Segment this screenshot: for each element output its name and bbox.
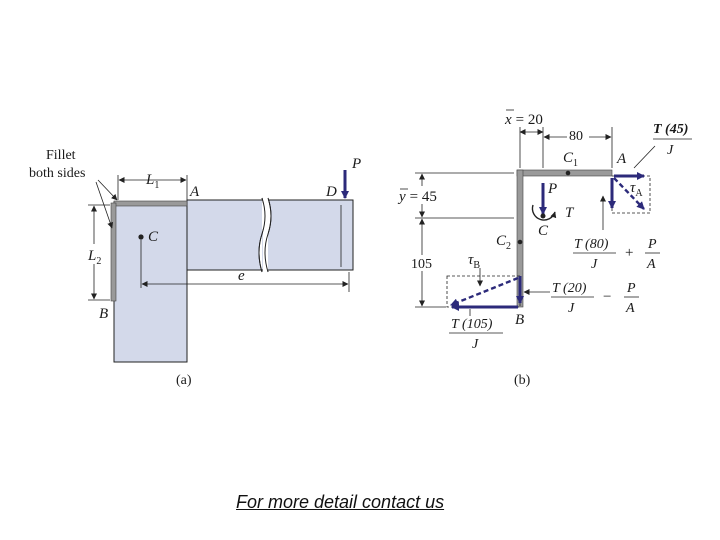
C1-point (565, 170, 571, 176)
dim-80-label: 80 (569, 129, 583, 144)
point-A-label: A (189, 184, 200, 200)
plus-sign: + (625, 245, 633, 261)
L2-label: L2 (87, 248, 101, 267)
PA1-numerator: P (647, 237, 657, 252)
contact-link[interactable]: For more detail contact us (236, 492, 445, 512)
figure-a-caption: (a) (176, 373, 192, 388)
xbar-label: x= 20 (504, 112, 543, 128)
ybar-label: y= 45 (397, 189, 437, 205)
L1-sub: 1 (154, 180, 159, 191)
point-B-label-b: B (515, 312, 524, 328)
C2-sub: 2 (506, 241, 511, 252)
T45-leader (633, 145, 656, 169)
e-label: e (238, 268, 245, 284)
weld-side (110, 202, 117, 302)
tauA-label: τA (630, 180, 643, 199)
weld-line-vertical (516, 169, 524, 308)
weld-line-horizontal (516, 169, 613, 177)
figure-b: x= 20 80 C1 y= 45 105 P T C C2 A T (45) (396, 109, 692, 388)
T80-numerator: T (80) (574, 237, 609, 252)
C2-point (517, 239, 523, 245)
fillet-leader-top (97, 179, 118, 201)
resultant-tauB (450, 276, 519, 307)
tauB-sub: B (473, 260, 480, 271)
T80-denominator: J (591, 257, 598, 272)
figure-b-caption: (b) (514, 373, 531, 388)
L1-label: L1 (145, 172, 159, 191)
figure-a: L1 L2 Fillet both sides C e P D A B (a) (29, 148, 361, 388)
T105-denominator: J (472, 337, 479, 352)
fillet-leader-side (95, 181, 114, 229)
centroid-point-b (540, 213, 546, 219)
PA2-denominator: A (625, 301, 635, 316)
PA1-denominator: A (646, 257, 656, 272)
centroid-label-b: C (538, 223, 549, 239)
vertical-plate (113, 201, 188, 363)
minus-sign: − (603, 289, 611, 305)
T45-denominator: J (667, 143, 674, 158)
C2-label: C2 (496, 233, 511, 252)
load-P-label: P (351, 156, 361, 172)
dim-105-label: 105 (411, 257, 432, 272)
point-D-label: D (325, 184, 337, 200)
fillet-label-line1: Fillet (46, 148, 76, 163)
T20-denominator: J (568, 301, 575, 316)
point-A-label-b: A (616, 151, 627, 167)
T20-numerator: T (20) (552, 281, 587, 296)
PA2-numerator: P (626, 281, 636, 296)
torque-arc (531, 204, 557, 221)
tauB-label: τB (468, 252, 480, 271)
T-label: T (565, 205, 575, 221)
resultant-tauA (613, 177, 645, 210)
T45-numerator: T (45) (653, 122, 688, 137)
tauA-sub: A (635, 188, 643, 199)
centroid-point (138, 234, 144, 240)
weld-top (113, 200, 188, 207)
L2-sub: 2 (96, 256, 101, 267)
fillet-label-line2: both sides (29, 166, 85, 181)
P-label: P (547, 181, 557, 197)
C1-label: C1 (563, 150, 578, 169)
point-B-label: B (99, 306, 108, 322)
T105-numerator: T (105) (451, 317, 493, 332)
C1-sub: 1 (573, 158, 578, 169)
centroid-label: C (148, 229, 159, 245)
